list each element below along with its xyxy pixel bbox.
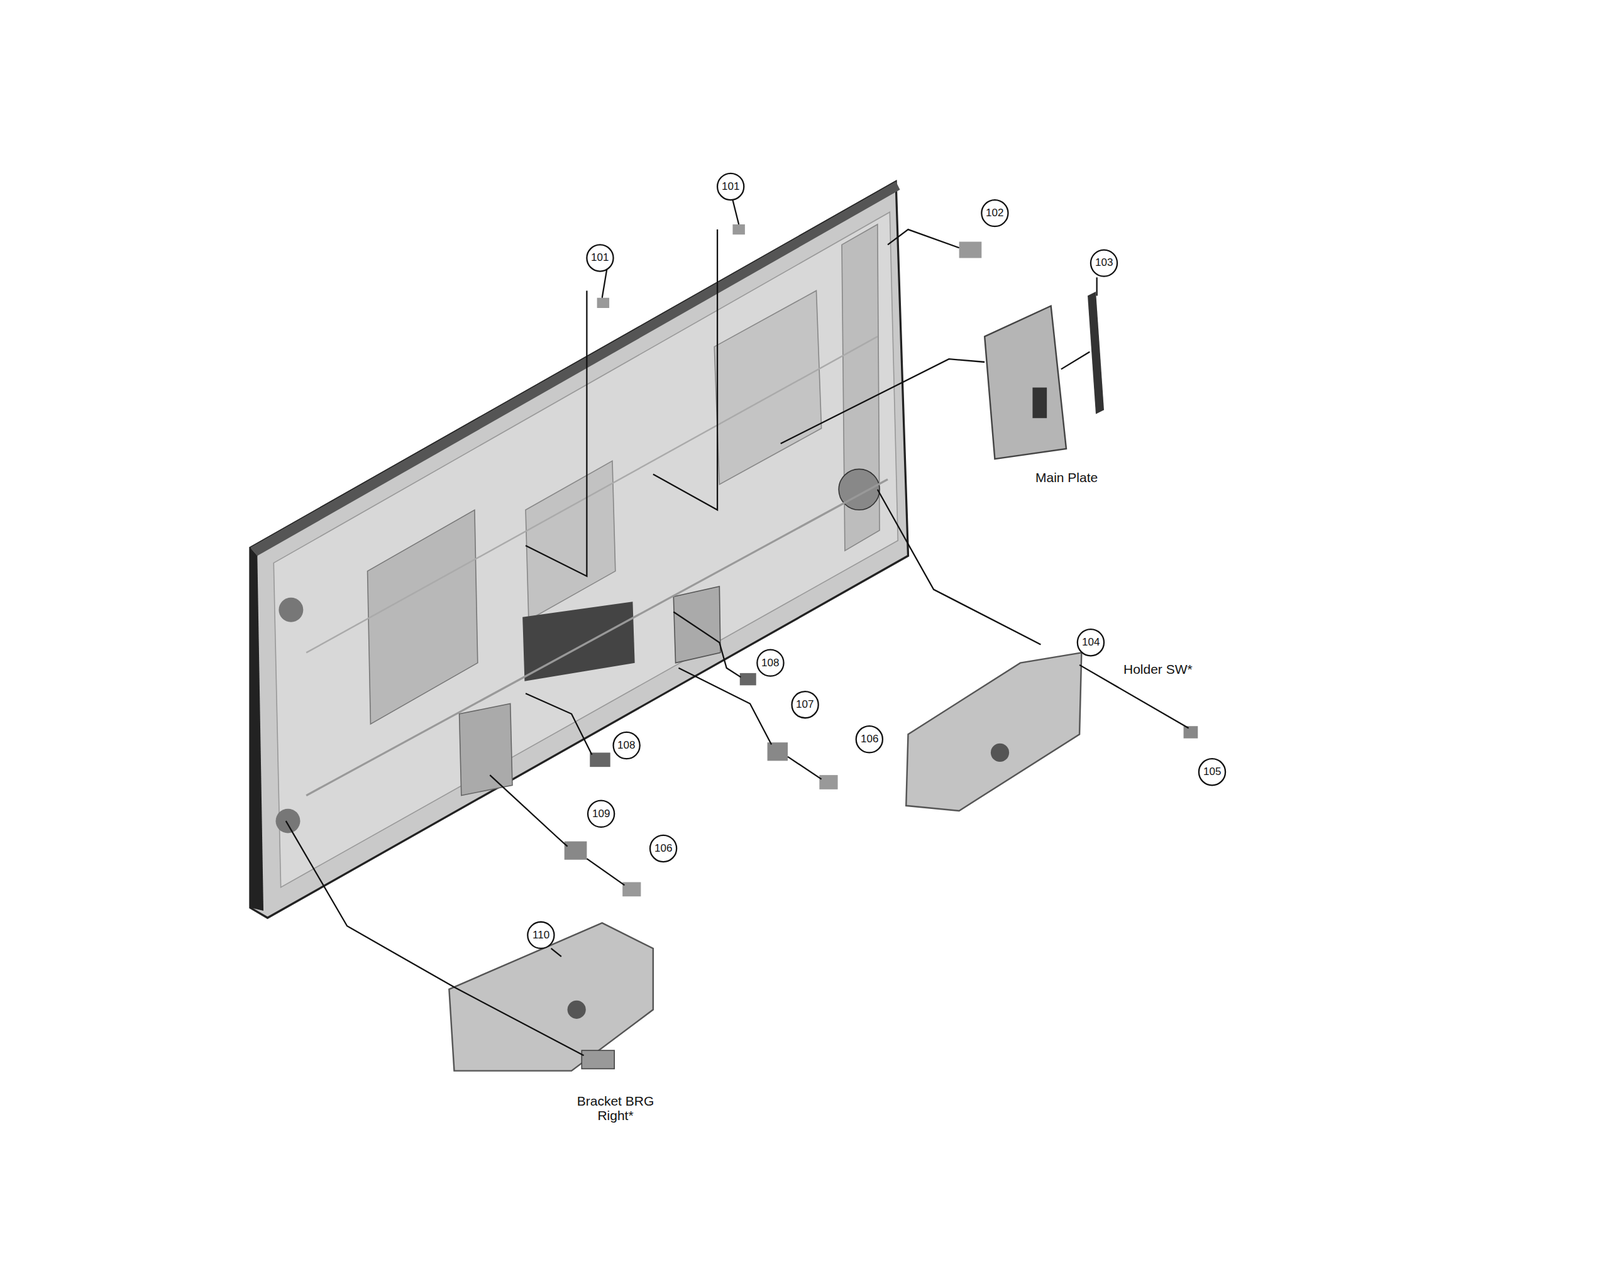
bracket-brg bbox=[581, 1050, 615, 1069]
callout-number: 102 bbox=[985, 207, 1004, 220]
part-name: Holder SW* bbox=[1121, 662, 1195, 677]
panel-rib bbox=[306, 479, 888, 796]
part-108 bbox=[589, 752, 610, 767]
plate-part bbox=[1032, 387, 1047, 419]
panel-rib bbox=[306, 336, 878, 653]
speaker bbox=[905, 652, 1082, 811]
part-107 bbox=[767, 742, 788, 761]
callout-number: 105 bbox=[1203, 766, 1221, 779]
part-name: Bracket BRG Right* bbox=[566, 1093, 665, 1123]
part-109 bbox=[564, 841, 588, 861]
panel-inner bbox=[273, 211, 898, 888]
callout-number: 104 bbox=[1081, 636, 1100, 649]
part-102 bbox=[959, 242, 983, 259]
part-106 bbox=[819, 775, 838, 790]
part-101 bbox=[732, 224, 745, 235]
board bbox=[367, 509, 478, 725]
panel bbox=[250, 181, 909, 918]
bracket bbox=[673, 586, 721, 664]
callout-number: 109 bbox=[592, 808, 610, 821]
board bbox=[714, 290, 822, 485]
callout-circles bbox=[527, 173, 1226, 949]
main-plate bbox=[984, 306, 1067, 459]
part-101 bbox=[597, 297, 610, 309]
speaker-port bbox=[567, 1000, 586, 1020]
mount bbox=[278, 597, 304, 623]
bracket bbox=[459, 704, 513, 796]
leader-lines bbox=[286, 199, 1189, 1056]
panel-left-edge bbox=[250, 547, 264, 911]
callout-number: 101 bbox=[721, 181, 740, 194]
speaker-port bbox=[990, 743, 1010, 762]
mount bbox=[275, 809, 301, 834]
callout-number: 107 bbox=[795, 699, 814, 712]
part-105 bbox=[1183, 726, 1199, 739]
callout-number: 101 bbox=[590, 252, 609, 265]
part-103 bbox=[1087, 291, 1104, 415]
part-name: Main Plate bbox=[1033, 470, 1100, 485]
part-106 bbox=[622, 882, 641, 897]
mount bbox=[838, 468, 880, 510]
callout-number: 110 bbox=[532, 929, 550, 942]
board bbox=[525, 460, 616, 620]
callout-number: 103 bbox=[1095, 257, 1113, 270]
callout-number: 108 bbox=[761, 657, 779, 670]
speaker bbox=[448, 922, 654, 1071]
callout-number: 108 bbox=[617, 739, 635, 752]
part-108 bbox=[739, 673, 757, 686]
callout-number: 106 bbox=[654, 843, 673, 856]
callout-number: 106 bbox=[860, 733, 879, 746]
